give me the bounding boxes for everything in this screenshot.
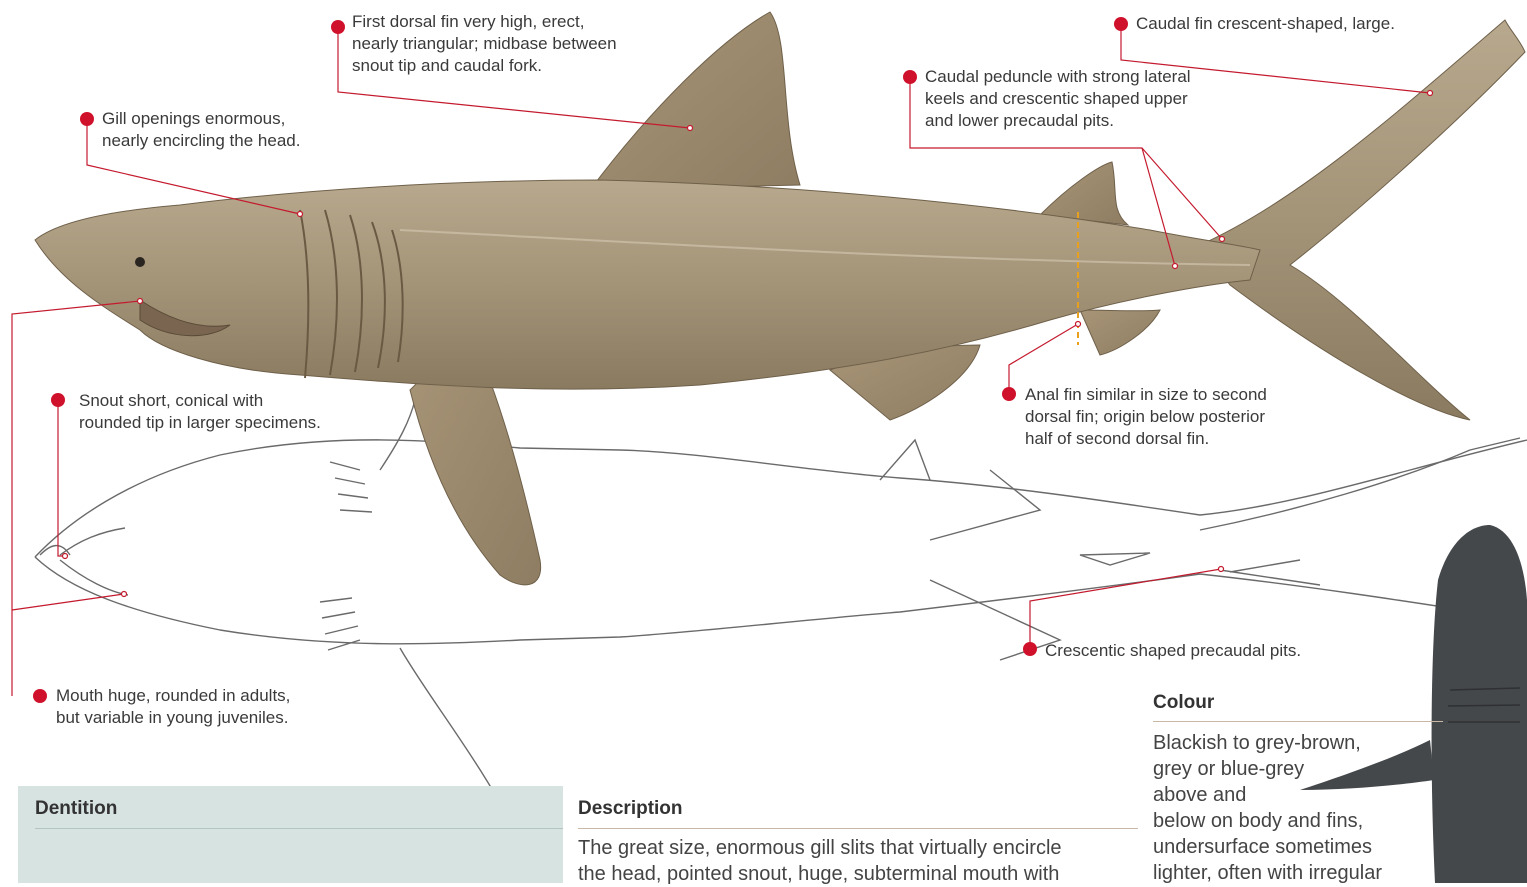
- callout-line: Crescentic shaped precaudal pits.: [1045, 640, 1301, 662]
- colour-line: Blackish to grey-brown,: [1153, 730, 1382, 756]
- callout-line: snout tip and caudal fork.: [352, 55, 617, 77]
- callout-bullet-mouth: [33, 689, 47, 703]
- callout-line: Gill openings enormous,: [102, 108, 300, 130]
- colour-title: Colour: [1153, 692, 1214, 714]
- callout-bullet-anal-fin: [1002, 387, 1016, 401]
- callout-bullet-first-dorsal: [331, 20, 345, 34]
- callout-mouth: Mouth huge, rounded in adults, but varia…: [56, 685, 290, 729]
- callout-line: dorsal fin; origin below posterior: [1025, 406, 1267, 428]
- description-body: The great size, enormous gill slits that…: [578, 835, 1062, 887]
- callout-line: First dorsal fin very high, erect,: [352, 11, 617, 33]
- callout-line: Anal fin similar in size to second: [1025, 384, 1267, 406]
- callout-bullet-gill: [80, 112, 94, 126]
- dentition-divider: [35, 828, 563, 829]
- callout-line: and lower precaudal pits.: [925, 110, 1191, 132]
- colour-body: Blackish to grey-brown, grey or blue-gre…: [1153, 730, 1382, 886]
- callout-line: Snout short, conical with: [79, 390, 321, 412]
- callout-line: nearly triangular; midbase between: [352, 33, 617, 55]
- colour-line: undersurface sometimes: [1153, 834, 1382, 860]
- dentition-panel: Dentition: [18, 786, 563, 883]
- colour-divider: [1153, 721, 1443, 722]
- callout-bullet-precaudal-pits: [1023, 642, 1037, 656]
- colour-line: below on body and fins,: [1153, 808, 1382, 834]
- description-line: The great size, enormous gill slits that…: [578, 835, 1062, 861]
- callout-line: Caudal peduncle with strong lateral: [925, 66, 1191, 88]
- callout-line: Mouth huge, rounded in adults,: [56, 685, 290, 707]
- description-line: the head, pointed snout, huge, subtermin…: [578, 861, 1062, 887]
- callout-snout: Snout short, conical with rounded tip in…: [79, 390, 321, 434]
- callout-bullet-caudal-fin: [1114, 17, 1128, 31]
- colour-line: above and: [1153, 782, 1382, 808]
- callout-first-dorsal-fin: First dorsal fin very high, erect, nearl…: [352, 11, 617, 77]
- callout-line: nearly encircling the head.: [102, 130, 300, 152]
- callout-line: Caudal fin crescent-shaped, large.: [1136, 13, 1395, 35]
- callout-gill-openings: Gill openings enormous, nearly encirclin…: [102, 108, 300, 152]
- callout-anal-fin: Anal fin similar in size to second dorsa…: [1025, 384, 1267, 450]
- callout-line: but variable in young juveniles.: [56, 707, 290, 729]
- description-title: Description: [578, 798, 683, 820]
- callout-line: rounded tip in larger specimens.: [79, 412, 321, 434]
- callout-bullet-snout: [51, 393, 65, 407]
- basking-shark-body: [35, 12, 1525, 585]
- callout-precaudal-pits: Crescentic shaped precaudal pits.: [1045, 640, 1301, 662]
- colour-line: grey or blue-grey: [1153, 756, 1382, 782]
- colour-line: lighter, often with irregular: [1153, 860, 1382, 886]
- callout-caudal-fin: Caudal fin crescent-shaped, large.: [1136, 13, 1395, 35]
- callout-caudal-peduncle: Caudal peduncle with strong lateral keel…: [925, 66, 1191, 132]
- callout-line: keels and crescentic shaped upper: [925, 88, 1191, 110]
- dentition-title: Dentition: [35, 798, 117, 820]
- callout-bullet-caudal-peduncle: [903, 70, 917, 84]
- callout-line: half of second dorsal fin.: [1025, 428, 1267, 450]
- description-divider: [578, 828, 1138, 829]
